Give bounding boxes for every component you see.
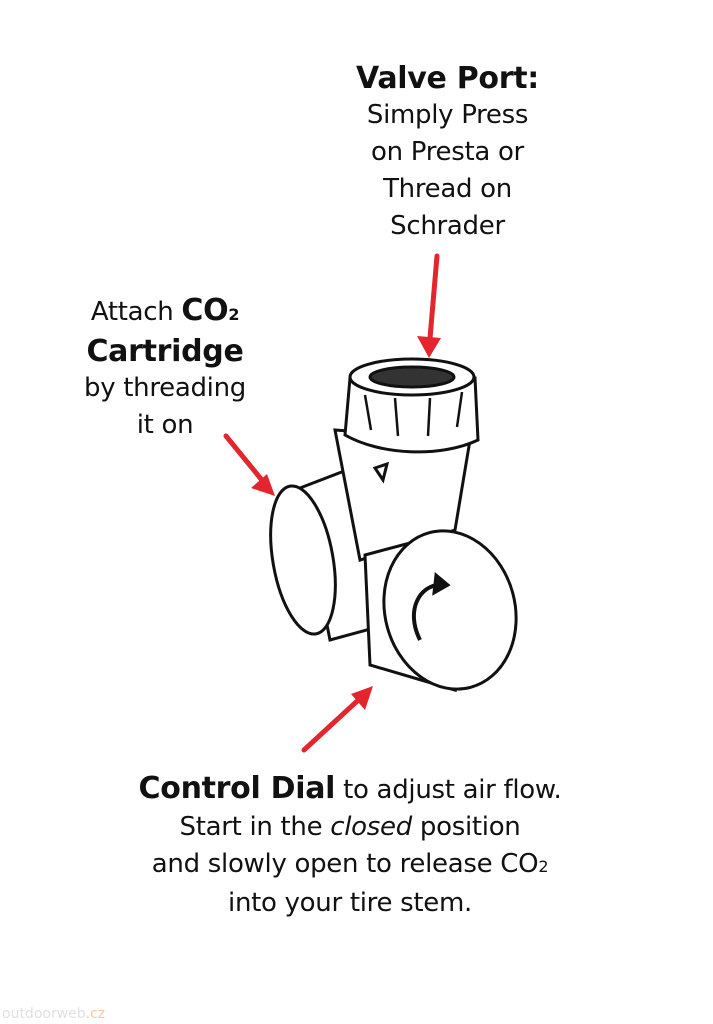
line2-em: closed xyxy=(330,812,412,842)
valve-port-line: Simply Press xyxy=(366,100,529,130)
watermark: outdoorweb.cz xyxy=(2,1006,105,1022)
control-dial-label: Control Dial to adjust air flow. Start i… xyxy=(60,770,640,922)
watermark-tld: .cz xyxy=(85,1006,106,1022)
cartridge-line: by threading xyxy=(84,373,246,403)
arrow-control-dial xyxy=(301,689,370,753)
cartridge-port-rim xyxy=(269,484,337,636)
control-dial-title: Control Dial xyxy=(138,771,336,806)
valve-port-title: Valve Port: xyxy=(356,61,539,96)
control-dial xyxy=(382,529,518,691)
line3: and slowly open to release CO xyxy=(151,849,539,879)
co2-text: CO xyxy=(181,293,229,328)
line4: into your tire stem. xyxy=(228,888,472,918)
valve-port-line: Schrader xyxy=(390,211,505,241)
valve-head xyxy=(343,376,480,454)
co2-sub: 2 xyxy=(228,305,240,324)
cartridge-label: Attach CO2 Cartridge by threading it on xyxy=(50,292,280,444)
valve-port-label: Valve Port: Simply Press on Presta or Th… xyxy=(300,60,595,245)
line2-post: position xyxy=(411,812,521,842)
cartridge-line: it on xyxy=(136,410,194,440)
line3-sub: 2 xyxy=(538,857,549,876)
control-dial-rest: to adjust air flow. xyxy=(335,775,562,805)
cartridge-pre: Attach xyxy=(90,297,182,327)
line2-pre: Start in the xyxy=(179,812,331,842)
arrow-valve-port xyxy=(426,253,440,353)
valve-port-line: on Presta or xyxy=(371,137,524,167)
watermark-name: outdoorweb xyxy=(2,1006,86,1022)
valve-port-line: Thread on xyxy=(383,174,512,204)
cartridge-title: Cartridge xyxy=(86,334,244,369)
